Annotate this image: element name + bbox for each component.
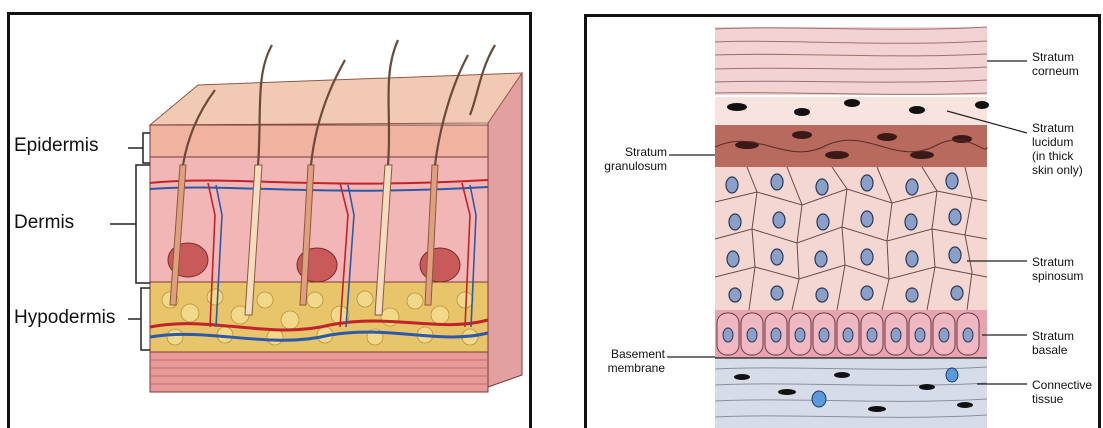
label-connective-tissue: Connective tissue (1032, 378, 1092, 406)
epidermis-strata-panel: Stratum corneum Stratum lucidum (in thic… (584, 14, 1101, 428)
block-side-face (488, 73, 522, 387)
label-stratum-lucidum-line3: (in thick (1032, 149, 1083, 163)
skin-block-illustration (10, 15, 529, 428)
label-stratum-lucidum-line4: skin only) (1032, 163, 1083, 177)
stratum-corneum-layer (715, 27, 987, 95)
skin-layers-panel: Epidermis Dermis Hypodermis (7, 12, 532, 428)
muscle-layer (150, 352, 488, 392)
label-stratum-basale: Stratum basale (1032, 329, 1074, 357)
label-epidermis: Epidermis (14, 135, 98, 157)
label-stratum-basale-line1: Stratum (1032, 329, 1074, 343)
label-stratum-lucidum: Stratum lucidum (in thick skin only) (1032, 121, 1083, 177)
label-stratum-corneum-line1: Stratum (1032, 50, 1079, 64)
layer-brackets (110, 133, 150, 350)
label-dermis: Dermis (14, 212, 74, 234)
label-stratum-lucidum-line2: lucidum (1032, 135, 1083, 149)
label-basement-membrane-line1: Basement (589, 347, 665, 361)
label-connective-tissue-line2: tissue (1032, 392, 1092, 406)
label-basement-membrane-line2: membrane (589, 361, 665, 375)
label-stratum-spinosum-line2: spinosum (1032, 269, 1083, 283)
label-stratum-spinosum-line1: Stratum (1032, 255, 1083, 269)
label-stratum-corneum: Stratum corneum (1032, 50, 1079, 78)
label-stratum-granulosum-line1: Stratum (589, 145, 667, 159)
label-hypodermis: Hypodermis (14, 307, 115, 329)
label-stratum-spinosum: Stratum spinosum (1032, 255, 1083, 283)
skin-surface (150, 73, 522, 125)
label-stratum-basale-line2: basale (1032, 343, 1074, 357)
label-stratum-granulosum: Stratum granulosum (589, 145, 667, 173)
label-basement-membrane: Basement membrane (589, 347, 665, 375)
label-connective-tissue-line1: Connective (1032, 378, 1092, 392)
label-stratum-lucidum-line1: Stratum (1032, 121, 1083, 135)
label-stratum-granulosum-line2: granulosum (589, 159, 667, 173)
label-stratum-corneum-line2: corneum (1032, 64, 1079, 78)
